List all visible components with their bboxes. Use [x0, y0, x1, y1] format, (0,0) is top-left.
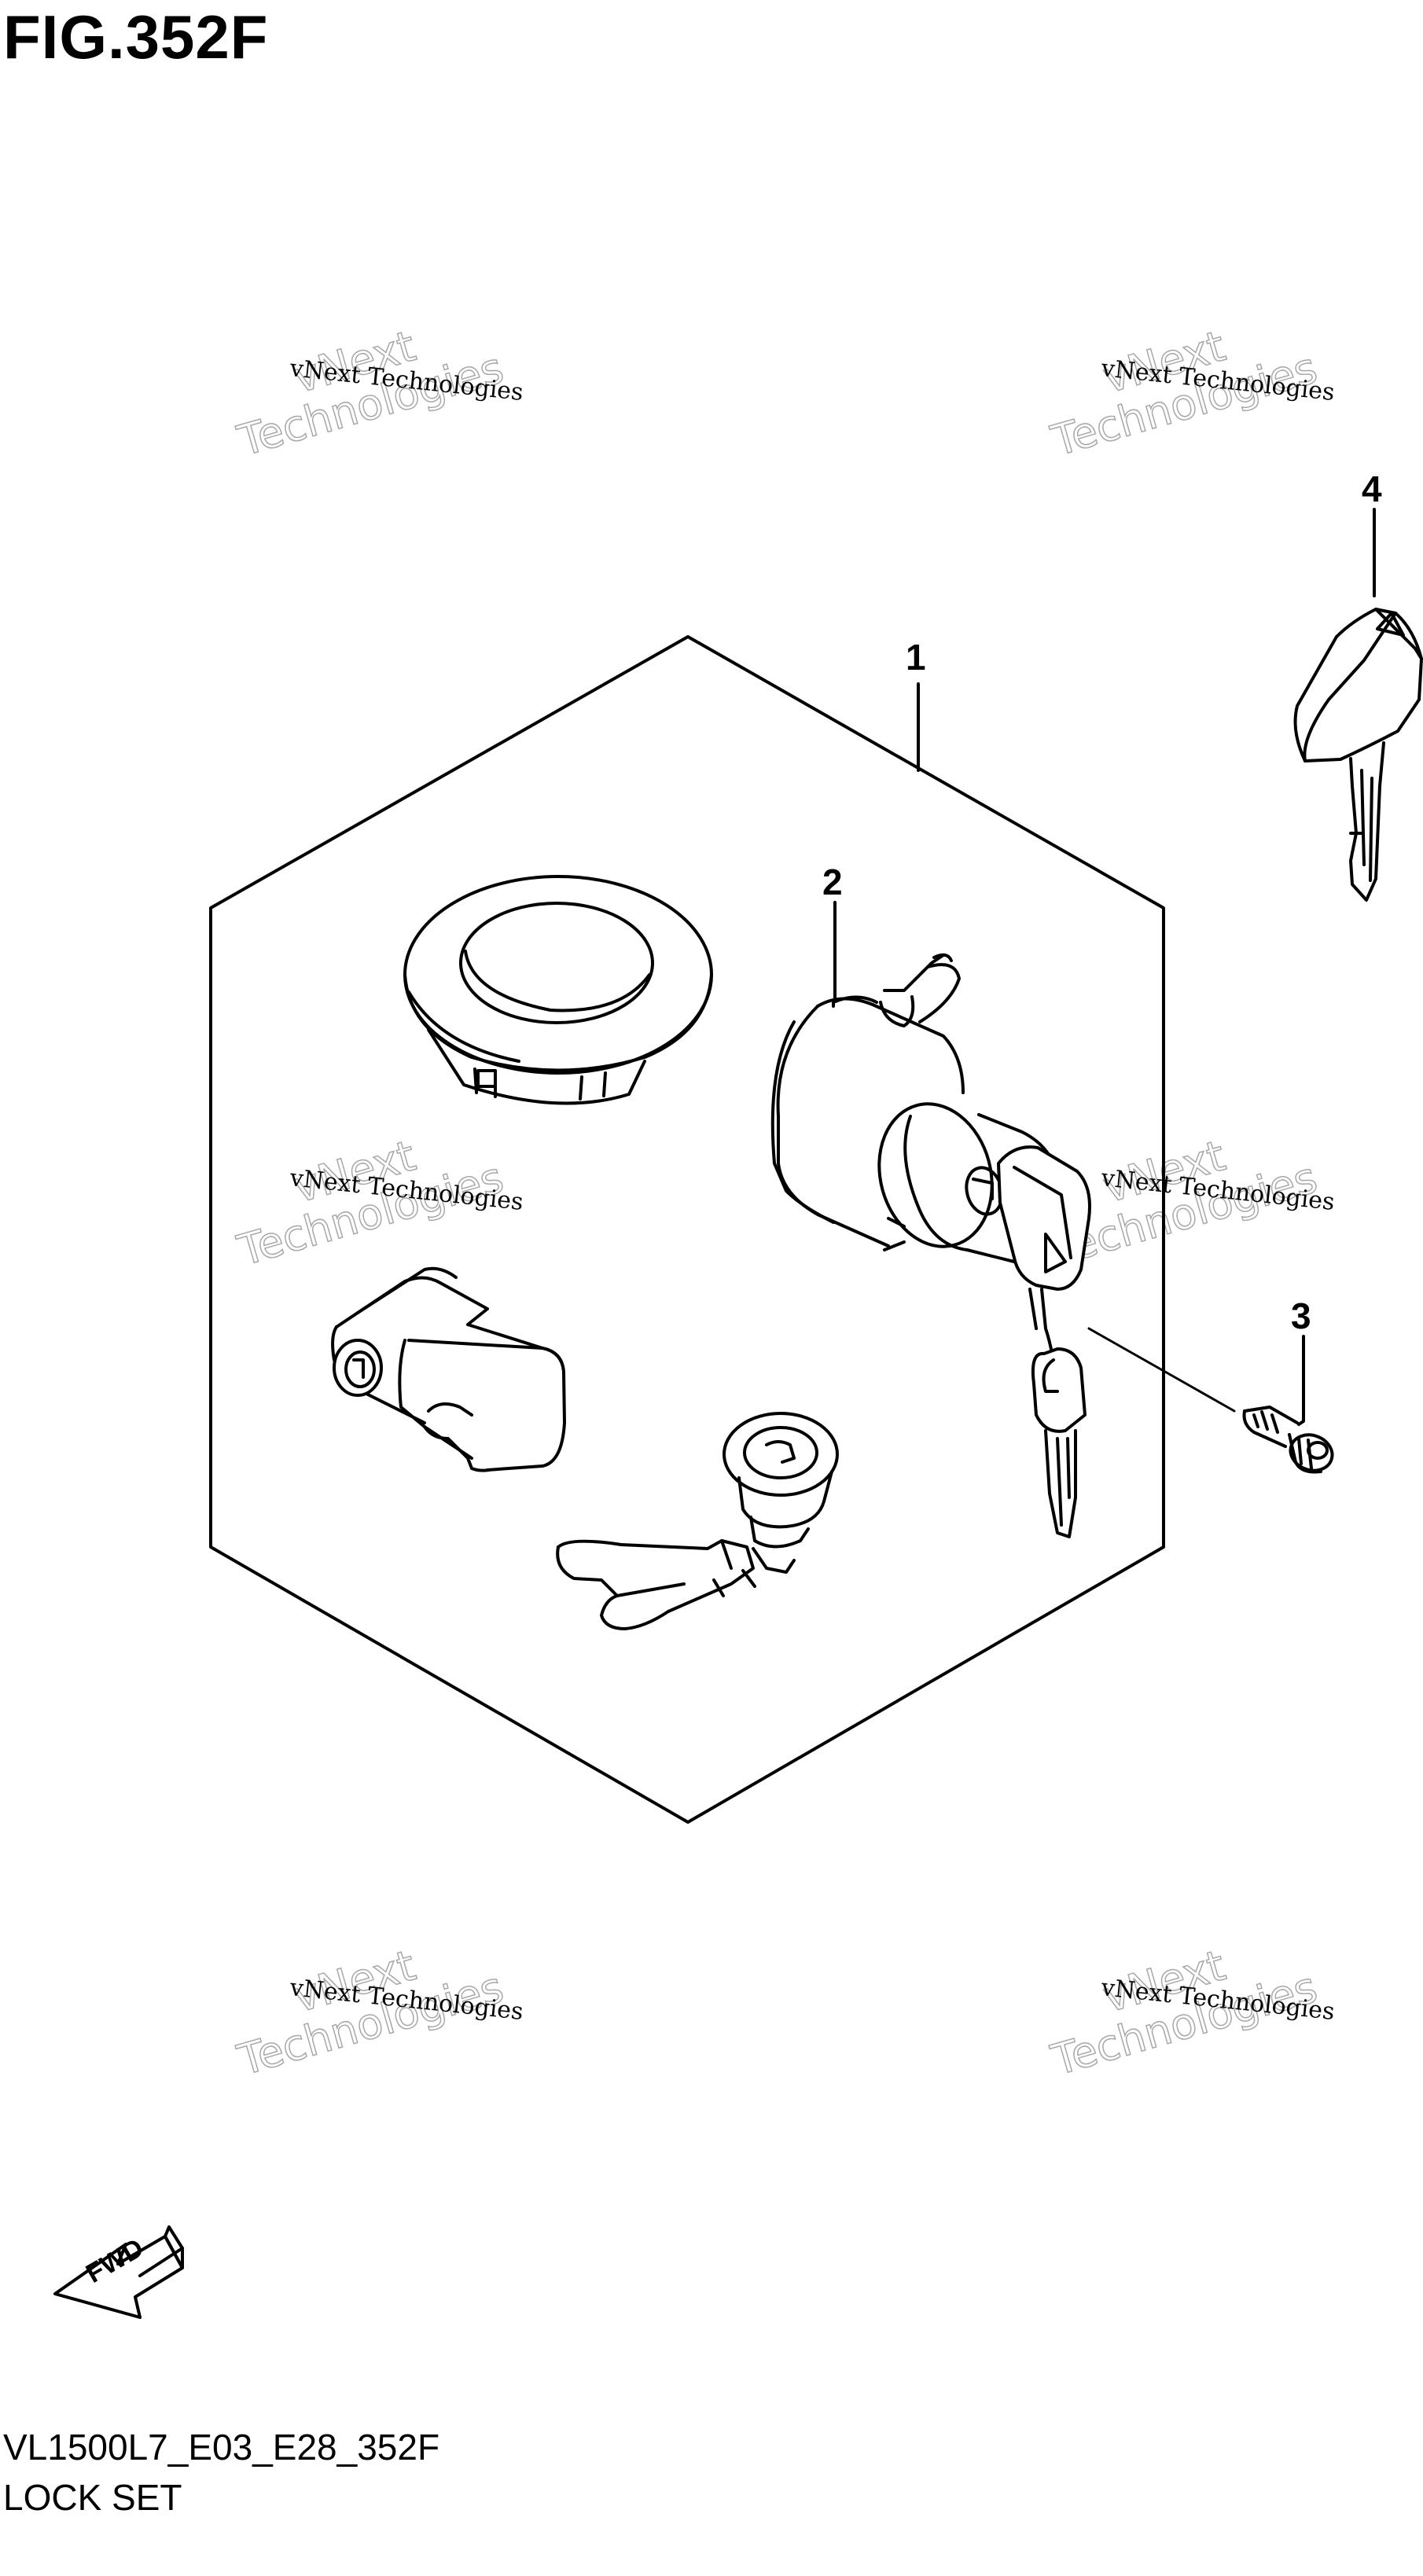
helmet-lock: [770, 953, 1059, 1263]
bolt: [1242, 1406, 1334, 1474]
key: [1293, 608, 1423, 902]
callout-2: 2: [822, 862, 843, 902]
watermark: vNext Technologies vNext Technologies: [1046, 321, 1337, 467]
seat-lock-cap: [403, 875, 713, 1105]
watermark: vNext Technologies vNext Technologies: [232, 321, 525, 467]
watermark: vNext Technologies vNext Technologies: [232, 1940, 525, 2086]
bracket-lock: [331, 1266, 566, 1472]
fwd-arrow-icon: [53, 2225, 184, 2319]
callout-4: 4: [1362, 469, 1382, 509]
lock-set-boundary: [209, 635, 1165, 1824]
figure-title: FIG.352F: [3, 2, 269, 72]
assembly-name: LOCK SET: [3, 2477, 182, 2518]
callout-3: 3: [1291, 1295, 1311, 1336]
watermark: vNext Technologies vNext Technologies: [1046, 1940, 1337, 2086]
watermark: vNext Technologies vNext Technologies: [232, 1130, 525, 1277]
helmet-lock-key: [997, 1145, 1091, 1538]
callout-1: 1: [906, 637, 926, 678]
diagram-code: VL1500L7_E03_E28_352F: [3, 2427, 440, 2468]
storage-lock: [556, 1412, 839, 1630]
leader-line-3: [1297, 1335, 1305, 1426]
bolt-pointer-line: [1087, 1327, 1236, 1413]
